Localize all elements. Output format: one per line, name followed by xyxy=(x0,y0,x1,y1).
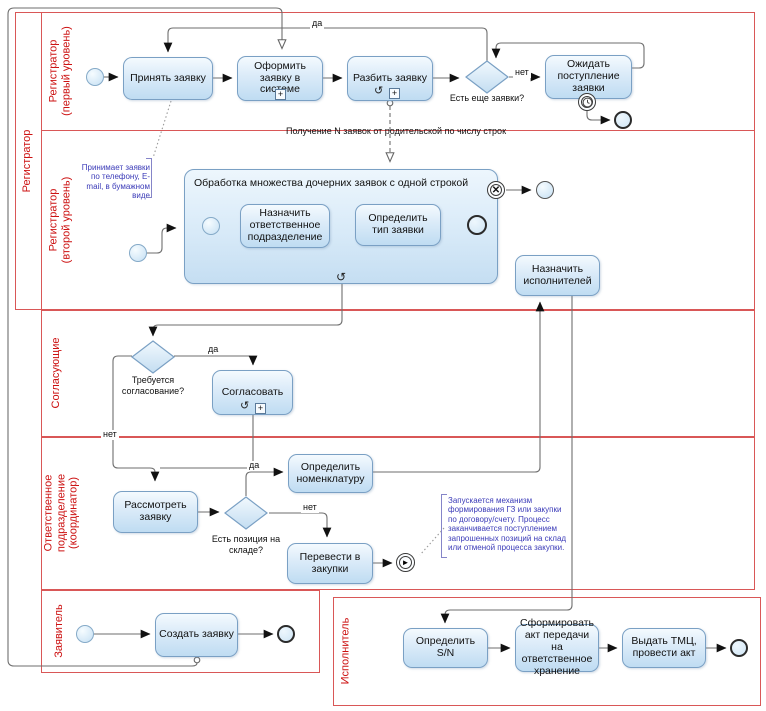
annotation-procurement: Запускается механизм формирования ГЗ или… xyxy=(448,496,567,553)
flow-subprocess-needapproval xyxy=(148,284,343,337)
flow-instock-no-procurement xyxy=(269,512,332,538)
start-event-l2[interactable] xyxy=(129,244,147,262)
start-event-requester[interactable] xyxy=(76,625,94,643)
pool-registrar[interactable] xyxy=(15,12,755,310)
loop-icon: ↺ xyxy=(336,270,347,284)
end-event-l1[interactable] xyxy=(614,111,632,129)
edge-label-yes1: да xyxy=(310,18,325,29)
task-approve[interactable]: Согласовать xyxy=(212,370,293,415)
annotation-intake: Принимает заявки по телефону, E-mail, в … xyxy=(81,163,150,201)
task-label: Принять заявку xyxy=(130,71,206,84)
assoc-accept-annotation xyxy=(152,100,172,159)
task-assign-executors[interactable]: Назначить исполнителей xyxy=(515,255,600,296)
lane-divider-registrar xyxy=(41,130,755,131)
link-create-register xyxy=(7,7,282,667)
subprocess-child-requests[interactable]: Обработка множества дочерних заявок с од… xyxy=(184,169,498,284)
flow-wait-loop-gateway xyxy=(491,42,645,69)
subprocess-plus-icon: + xyxy=(275,89,286,100)
gateway-need-approval-label: Требуется согласование? xyxy=(121,375,185,396)
loop-icon: ↺ xyxy=(374,85,384,97)
flow-approval-no-review xyxy=(112,355,160,482)
cancel-boundary-event[interactable]: ✕ xyxy=(487,181,505,199)
cancel-icon: ✕ xyxy=(489,183,503,197)
task-label: Рассмотреть заявку xyxy=(124,499,187,523)
gateway-need-approval[interactable] xyxy=(130,339,176,375)
flow-assignexec-definesn xyxy=(440,296,573,624)
message-source-dot xyxy=(386,99,394,107)
pool-registrar-label-divider xyxy=(41,12,42,310)
lane-requester[interactable] xyxy=(41,590,320,673)
task-label: Определить тип заявки xyxy=(368,212,428,236)
link-event-procurement[interactable]: ► xyxy=(396,553,415,572)
end-event-subprocess[interactable] xyxy=(467,215,487,235)
edge-label-yes3: да xyxy=(247,460,262,471)
task-review-request[interactable]: Рассмотреть заявку xyxy=(113,491,198,533)
flow-nomenclature-assignexec xyxy=(373,301,545,473)
annotation-intake-bracket xyxy=(146,158,152,198)
start-event-subprocess[interactable] xyxy=(202,217,220,235)
gateway-in-stock-label: Есть позиция на складе? xyxy=(211,534,281,555)
start-event-l1[interactable] xyxy=(86,68,104,86)
task-split-request[interactable]: Разбить заявку xyxy=(347,56,433,101)
timer-icon xyxy=(580,95,594,109)
flow-start2-subprocess xyxy=(147,223,177,254)
task-label: Назначить исполнителей xyxy=(523,262,592,287)
gateway-in-stock[interactable] xyxy=(223,495,269,531)
task-label: Назначить ответственное подразделение xyxy=(247,207,323,243)
message-flow-label: Получение N заявок от родительской по чи… xyxy=(285,126,507,136)
task-label: Определить S/N xyxy=(415,635,476,659)
task-define-nomenclature[interactable]: Определить номенклатуру xyxy=(288,454,373,493)
task-label: Сформировать акт передачи на ответственн… xyxy=(519,617,594,677)
flow-instock-yes-nomenclature xyxy=(245,467,284,496)
task-label: Создать заявку xyxy=(159,628,234,641)
task-to-procurement[interactable]: Перевести в закупки xyxy=(287,543,373,584)
flow-approval-yes-approve xyxy=(174,355,258,366)
edge-label-yes2: да xyxy=(206,344,221,355)
end-event-requester[interactable] xyxy=(277,625,295,643)
task-issue-tmc[interactable]: Выдать ТМЦ, провести акт xyxy=(622,628,706,668)
edge-label-no2: нет xyxy=(101,429,119,440)
edge-label-no3: нет xyxy=(301,502,319,513)
lane-executor[interactable] xyxy=(333,597,761,706)
flow-approve-review xyxy=(160,415,254,469)
link-source-dot xyxy=(193,656,201,664)
task-form-act[interactable]: Сформировать акт передачи на ответственн… xyxy=(515,617,599,677)
edge-label-no1: нет xyxy=(513,67,531,78)
loop-icon: ↺ xyxy=(240,400,250,412)
end-event-executor[interactable] xyxy=(730,639,748,657)
task-label: Выдать ТМЦ, провести акт xyxy=(631,635,697,659)
task-label: Согласовать xyxy=(221,385,284,398)
subprocess-plus-icon: + xyxy=(255,403,266,414)
link-icon: ► xyxy=(398,555,413,570)
task-assign-department[interactable]: Назначить ответственное подразделение xyxy=(240,204,330,248)
subprocess-title: Обработка множества дочерних заявок с од… xyxy=(194,177,469,189)
task-define-type[interactable]: Определить тип заявки xyxy=(355,204,441,246)
task-accept-request[interactable]: Принять заявку xyxy=(123,57,213,100)
gateway-more-requests[interactable] xyxy=(464,59,510,95)
subprocess-plus-icon: + xyxy=(389,88,400,99)
task-create-request[interactable]: Создать заявку xyxy=(155,613,238,657)
task-label: Определить номенклатуру xyxy=(296,460,365,485)
flow-timer-end xyxy=(586,111,611,125)
annotation-procurement-bracket xyxy=(441,494,447,558)
timer-boundary-event[interactable] xyxy=(578,93,596,111)
gateway-more-requests-label: Есть еще заявки? xyxy=(449,93,525,103)
task-label: Ожидать поступление заявки xyxy=(557,58,620,94)
lane-approvers[interactable] xyxy=(41,310,755,437)
task-label: Разбить заявку xyxy=(352,71,428,84)
task-define-sn[interactable]: Определить S/N xyxy=(403,628,488,668)
task-label: Перевести в закупки xyxy=(299,550,361,575)
end-event-cancel-path[interactable] xyxy=(536,181,554,199)
lane-responsible[interactable] xyxy=(41,437,755,590)
flow-gateway-yes-accept xyxy=(163,27,488,62)
